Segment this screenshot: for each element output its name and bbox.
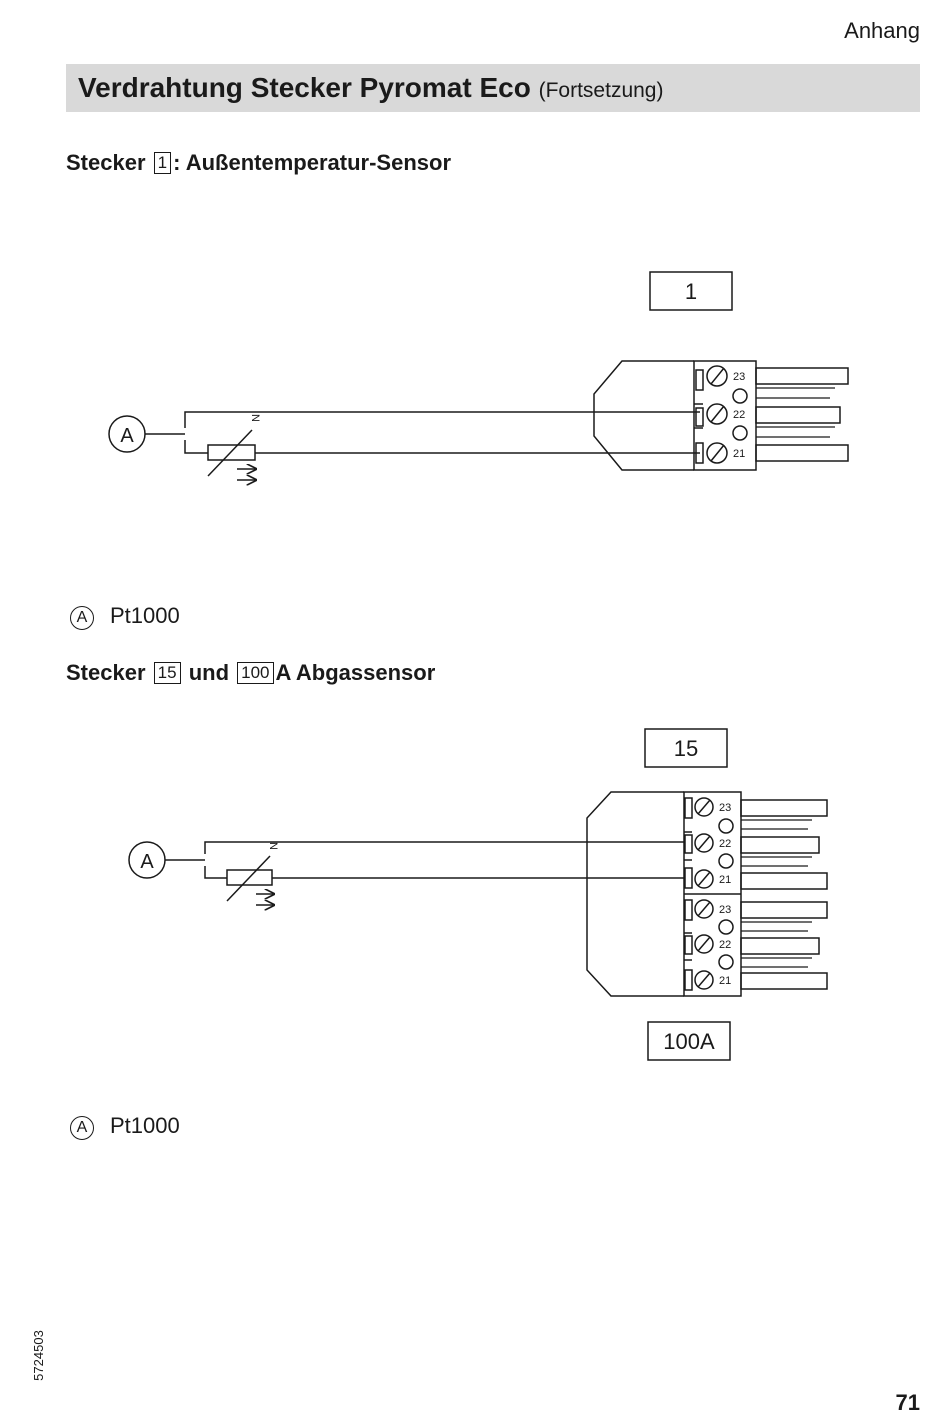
- sensor-mark: N: [249, 414, 261, 422]
- plug-label-bottom: 100A: [663, 1029, 715, 1054]
- plug-label: 1: [685, 279, 697, 304]
- section2-prefix: Stecker: [66, 660, 146, 685]
- section2-plug-number-a: 15: [153, 662, 181, 684]
- terminal-bottom-22: 22: [719, 939, 731, 951]
- terminal-22: 22: [733, 409, 745, 421]
- terminal-top-21: 21: [719, 874, 731, 886]
- legend-key: A: [70, 606, 94, 630]
- page-title-main: Verdrahtung Stecker Pyromat Eco: [78, 72, 531, 103]
- plug-label-box-top: [644, 728, 728, 768]
- legend-text: Pt1000: [110, 603, 180, 628]
- doc-number: 5724503: [30, 1330, 53, 1381]
- wire-upper: [204, 841, 684, 854]
- section1-heading: Stecker 1: Außentemperatur-Sensor: [66, 150, 451, 176]
- resistor-symbol: [226, 869, 273, 886]
- page-title-sub: (Fortsetzung): [538, 79, 664, 102]
- sensor-label: A: [120, 425, 134, 447]
- section2-middle: und: [188, 660, 230, 685]
- sensor-mark: N: [267, 842, 279, 850]
- diagram-flue-gas-sensor: 15 100A A N: [128, 728, 828, 1061]
- plug-label-top: 15: [674, 736, 698, 761]
- section1-prefix: Stecker: [66, 150, 146, 175]
- wire-lower-left: [204, 866, 227, 879]
- section1-suffix: : Außentemperatur-Sensor: [173, 150, 451, 175]
- wire-lower-left: [184, 440, 208, 454]
- terminal-top-23: 23: [719, 802, 731, 814]
- section2-plug-number-b: 100: [237, 662, 274, 684]
- section2-suffix: A Abgassensor: [275, 660, 436, 685]
- terminal-bottom-23: 23: [719, 904, 731, 916]
- legend-section2: A Pt1000: [70, 1113, 180, 1140]
- terminal-bottom-21: 21: [719, 975, 731, 987]
- plug-housing: [593, 360, 694, 471]
- page-number: 71: [895, 1390, 920, 1415]
- title-bar: Verdrahtung Stecker Pyromat Eco (Fortset…: [66, 64, 920, 112]
- legend-section1: A Pt1000: [70, 603, 180, 630]
- terminal-21: 21: [733, 448, 745, 460]
- page-title: Verdrahtung Stecker Pyromat Eco (Fortset…: [78, 72, 663, 104]
- plug-housing: [586, 791, 684, 997]
- plug-label-box: [649, 271, 733, 311]
- terminal-top-22: 22: [719, 838, 731, 850]
- sensor-label: A: [140, 851, 154, 873]
- wire-upper: [184, 411, 700, 428]
- section1-plug-number: 1: [153, 152, 172, 174]
- legend-key: A: [70, 1116, 94, 1140]
- resistor-symbol: [207, 444, 256, 461]
- terminal-23: 23: [733, 371, 745, 383]
- section-label: Anhang: [844, 18, 920, 43]
- legend-text: Pt1000: [110, 1113, 180, 1138]
- plug-label-box-bottom: [647, 1021, 731, 1061]
- diagram-outdoor-sensor: 1 A N 23 22 21: [108, 271, 849, 480]
- doc-number-text: 5724503: [30, 1330, 46, 1381]
